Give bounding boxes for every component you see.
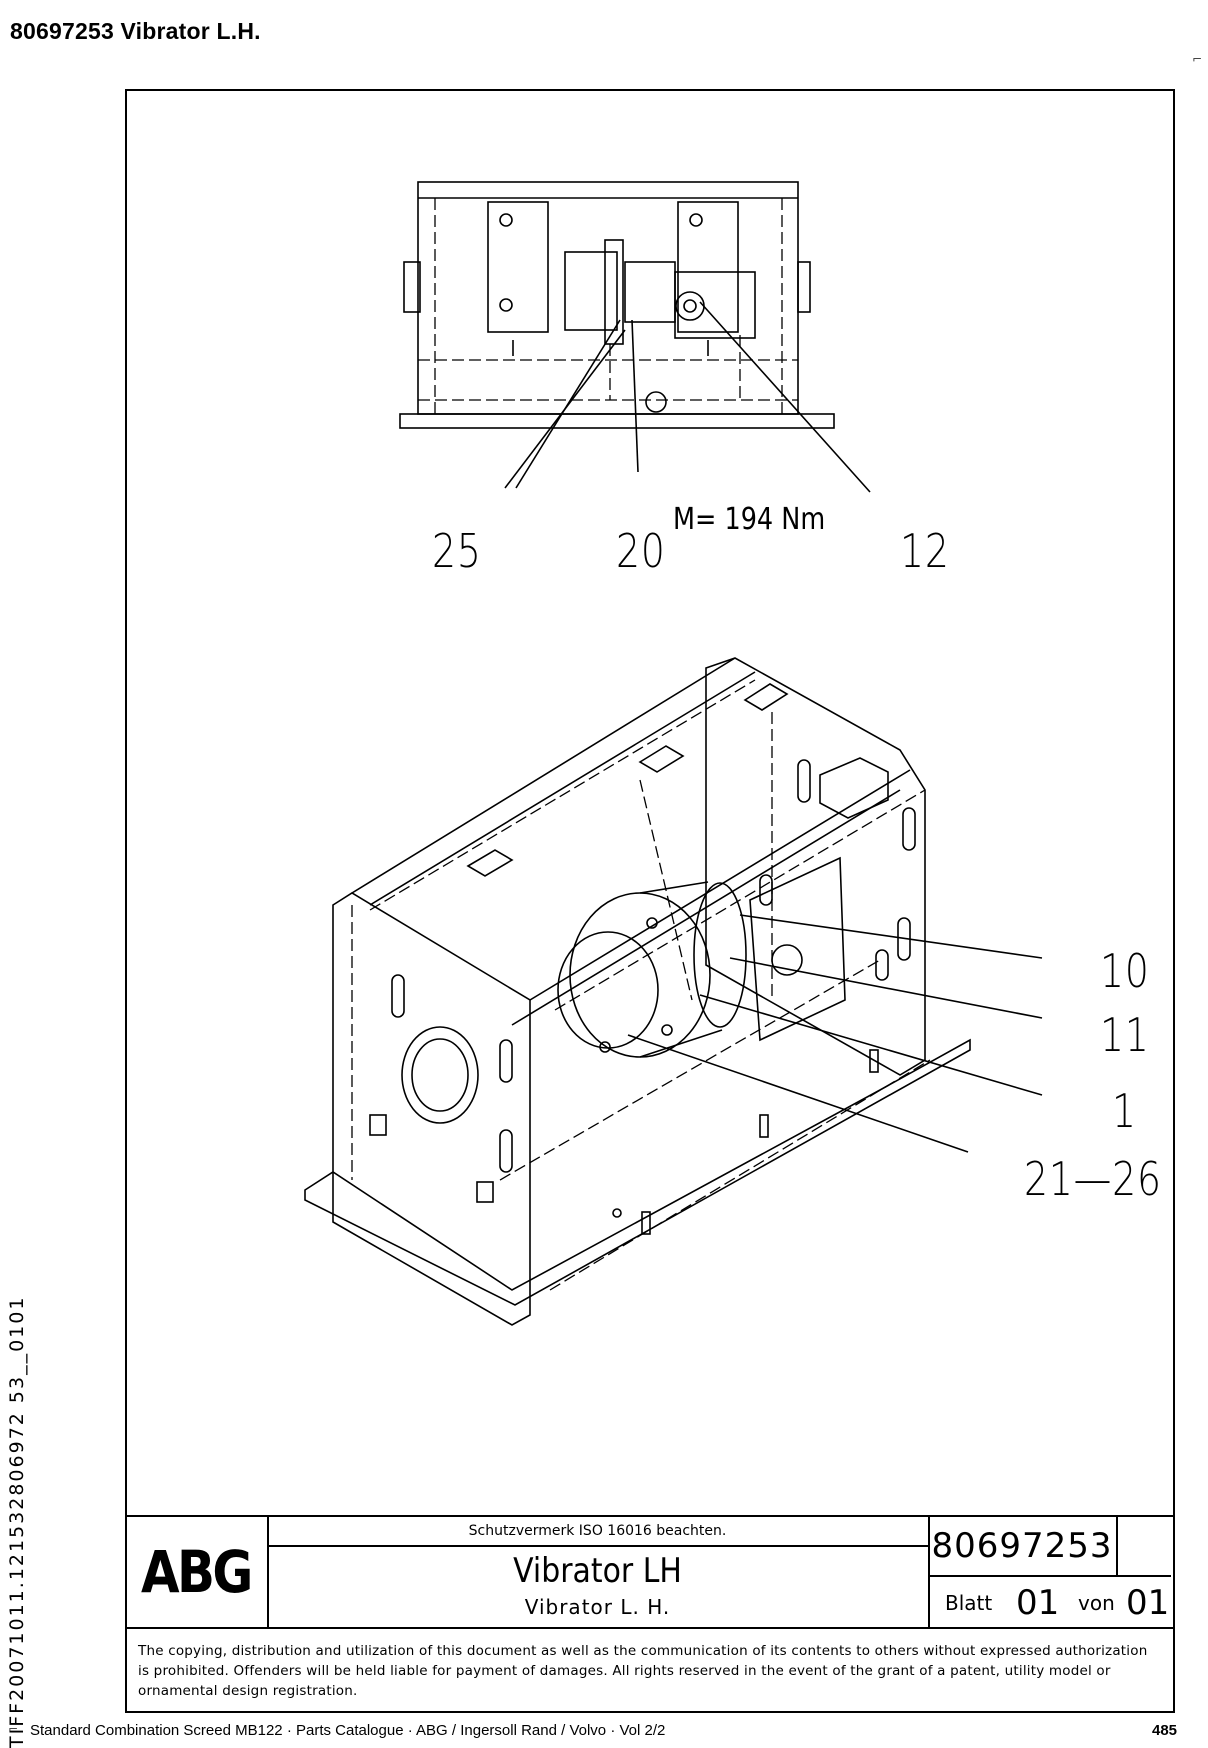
callout-11: 11 (1100, 1008, 1150, 1062)
callout-1: 1 (1112, 1084, 1137, 1138)
title-block-right: 80697253 Blatt 01 von 01 (928, 1517, 1173, 1627)
title-block: ABG Schutzvermerk ISO 16016 beachten. Vi… (125, 1515, 1175, 1627)
callout-12: 12 (900, 524, 950, 578)
callout-20: 20 (616, 524, 666, 578)
drawing-title: Vibrator LH (513, 1551, 682, 1591)
sheet-number: 01 (1016, 1583, 1060, 1623)
drawing-subtitle: Vibrator L. H. (524, 1595, 671, 1619)
sheet-total: 01 (1126, 1583, 1170, 1623)
torque-note: M= 194 Nm (673, 502, 826, 537)
callout-10: 10 (1100, 944, 1150, 998)
page-title: 80697253 Vibrator L.H. (10, 18, 261, 44)
technical-drawing (304, 181, 1043, 1326)
drawing-number: 80697253 (928, 1517, 1118, 1577)
title-block-divider (125, 1627, 1175, 1629)
sheet-info: Blatt 01 von 01 (928, 1577, 1173, 1627)
protection-note: Schutzvermerk ISO 16016 beachten. (267, 1517, 928, 1547)
of-label: von (1078, 1591, 1115, 1615)
isometric-view (304, 657, 971, 1326)
footer-text: Standard Combination Screed MB122 · Part… (30, 1722, 666, 1739)
callout-25: 25 (432, 524, 482, 578)
copyright-notice: The copying, distribution and utilizatio… (138, 1643, 1148, 1699)
corner-mark-bottom-left: ⌐ (8, 1722, 19, 1736)
title-block-middle: Schutzvermerk ISO 16016 beachten. Vibrat… (267, 1517, 930, 1627)
page-number: 485 (1152, 1722, 1178, 1739)
abg-logo: ABG (125, 1517, 269, 1627)
revision-cell (1118, 1517, 1171, 1577)
sheet-label: Blatt (945, 1591, 993, 1615)
callout-21-26: 21—26 (1024, 1152, 1162, 1206)
drawing-frame (125, 89, 1175, 1713)
top-view (399, 181, 835, 429)
corner-mark-top-right: ⌐ (1192, 52, 1203, 66)
